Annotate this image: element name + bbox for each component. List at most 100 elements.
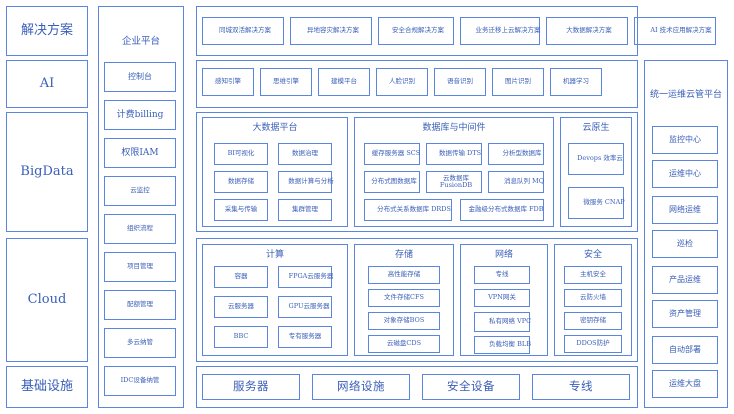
db-item[interactable]: 缓存服务器 SCS (364, 143, 420, 165)
ops-item[interactable]: 资产管理 (652, 300, 718, 328)
storage-group (354, 244, 454, 356)
bigdata-item[interactable]: 数据计算与分析 (278, 171, 334, 193)
cloud-native-group (560, 117, 632, 227)
layer-ai: AI (6, 60, 88, 108)
enterprise-item[interactable]: 配额管理 (104, 290, 176, 320)
cloud-native-title: 云原生 (582, 122, 610, 133)
ops-item[interactable]: 巡检 (652, 230, 718, 258)
network-group (460, 244, 548, 356)
ai-item[interactable]: 图片识别 (492, 68, 544, 96)
bigdata-item[interactable]: 集群管理 (278, 199, 332, 221)
ops-item[interactable]: 网络运维 (652, 196, 718, 224)
solution-item[interactable]: 安全合规解决方案 (378, 17, 454, 45)
ops-platform-panel (644, 60, 728, 408)
database-middleware-title: 数据库与中间件 (422, 122, 486, 133)
enterprise-item[interactable]: 项目管理 (104, 252, 176, 282)
solution-item[interactable]: 异地容灾解决方案 (290, 17, 372, 45)
ai-panel (196, 60, 638, 108)
enterprise-item[interactable]: 计费billing (104, 100, 176, 130)
security-group (554, 244, 632, 356)
bigdata-item[interactable]: 数据治理 (278, 143, 332, 165)
enterprise-item[interactable]: IDC设备纳管 (104, 366, 176, 396)
security-item[interactable]: 主机安全 (564, 266, 622, 284)
bigdata-platform-title: 大数据平台 (252, 122, 298, 133)
db-item[interactable]: 分析型数据库 (488, 143, 544, 165)
enterprise-item[interactable]: 权限IAM (104, 138, 176, 168)
ops-item[interactable]: 产品运维 (652, 266, 718, 294)
compute-item[interactable]: FPGA云服务器 (278, 266, 333, 288)
db-item[interactable]: 分布式关系数据库 DRDS (364, 199, 452, 221)
network-item[interactable]: 私有网络 VPC (474, 312, 531, 332)
infra-item[interactable]: 服务器 (202, 374, 300, 400)
layer-bigdata-label: BigData (20, 163, 74, 179)
infra-item[interactable]: 网络设施 (312, 374, 410, 400)
bigdata-item[interactable]: 采集与传输 (214, 199, 268, 221)
layer-solutions-label: 解决方案 (20, 22, 73, 38)
solution-item[interactable]: AI 技术应用解决方案 (634, 17, 716, 45)
ai-item[interactable]: 思维引擎 (260, 68, 312, 96)
security-title: 安全 (583, 249, 602, 260)
infra-item[interactable]: 安全设备 (422, 374, 520, 400)
enterprise-item[interactable]: 控制台 (104, 62, 176, 92)
solutions-panel (196, 6, 638, 56)
network-title: 网络 (494, 249, 513, 260)
bigdata-row-panel (196, 112, 638, 232)
storage-title: 存储 (394, 249, 413, 260)
solution-item[interactable]: 业务迁移上云解决方案 (460, 17, 541, 45)
ops-platform-title: 统一运维云管平台 (649, 89, 722, 100)
layer-bigdata: BigData (6, 112, 88, 232)
security-item[interactable]: 密钥存储 (564, 312, 622, 330)
cloud-native-item[interactable]: 微服务 CNAP (568, 187, 625, 219)
ops-item[interactable]: 监控中心 (652, 126, 718, 154)
ops-item[interactable]: 自动部署 (652, 336, 718, 364)
compute-title: 计算 (265, 249, 284, 260)
cloud-row-panel (196, 238, 638, 362)
storage-item[interactable]: 对象存储BOS (368, 312, 440, 330)
db-item[interactable]: 数据传输 DTS (426, 143, 482, 165)
db-item[interactable]: 消息队列 MQ (488, 171, 544, 193)
ops-item[interactable]: 运维中心 (652, 160, 718, 188)
solution-item[interactable]: 大数据解决方案 (546, 17, 628, 45)
infra-item[interactable]: 专线 (532, 374, 630, 400)
layer-infra-label: 基础设施 (20, 378, 73, 394)
layer-cloud-label: Cloud (27, 291, 67, 307)
ops-item[interactable]: 运维大盘 (652, 370, 718, 398)
storage-item[interactable]: 云磁盘CDS (368, 335, 440, 353)
db-item[interactable]: 金融级分布式数据库 FDB (460, 199, 544, 221)
layer-infra: 基础设施 (6, 366, 88, 408)
ai-item[interactable]: 语音识别 (434, 68, 486, 96)
layer-cloud: Cloud (6, 238, 88, 362)
enterprise-platform-panel (98, 6, 184, 408)
db-item[interactable]: 分布式图数据库 (364, 171, 420, 193)
ai-item[interactable]: 人脸识别 (376, 68, 428, 96)
security-item[interactable]: 云防火墙 (564, 289, 622, 307)
compute-group (202, 244, 348, 356)
storage-item[interactable]: 文件存储CFS (368, 289, 440, 307)
enterprise-item[interactable]: 云监控 (104, 176, 176, 206)
compute-item[interactable]: BBC (214, 326, 268, 348)
database-middleware-group (354, 117, 554, 227)
bigdata-platform-group (202, 117, 348, 227)
security-item[interactable]: DDOS防护 (564, 335, 622, 353)
ai-item[interactable]: 机器学习 (550, 68, 602, 96)
layer-solutions: 解决方案 (6, 6, 88, 56)
compute-item[interactable]: 容器 (214, 266, 268, 288)
enterprise-item[interactable]: 多云纳管 (104, 328, 176, 358)
network-item[interactable]: 负载均衡 BLB (474, 336, 531, 354)
db-item[interactable]: 云数据库 FusionDB (426, 171, 482, 193)
solution-item[interactable]: 同城双活解决方案 (202, 17, 284, 45)
enterprise-item[interactable]: 组织流程 (104, 214, 176, 244)
storage-item[interactable]: 高性能存储 (368, 266, 440, 284)
network-item[interactable]: 专线 (474, 266, 530, 284)
ai-item[interactable]: 感知引擎 (202, 68, 254, 96)
ai-item[interactable]: 建模平台 (318, 68, 370, 96)
network-item[interactable]: VPN网关 (474, 289, 530, 307)
compute-item[interactable]: 云服务器 (214, 296, 268, 318)
compute-item[interactable]: GPU云服务器 (278, 296, 332, 318)
cloud-native-item[interactable]: Devops 效率云 (568, 143, 624, 175)
infra-panel (196, 366, 638, 408)
compute-item[interactable]: 专有服务器 (278, 326, 332, 348)
bigdata-item[interactable]: BI可视化 (214, 143, 268, 165)
bigdata-item[interactable]: 数据存储 (214, 171, 268, 193)
layer-ai-label: AI (39, 75, 55, 91)
